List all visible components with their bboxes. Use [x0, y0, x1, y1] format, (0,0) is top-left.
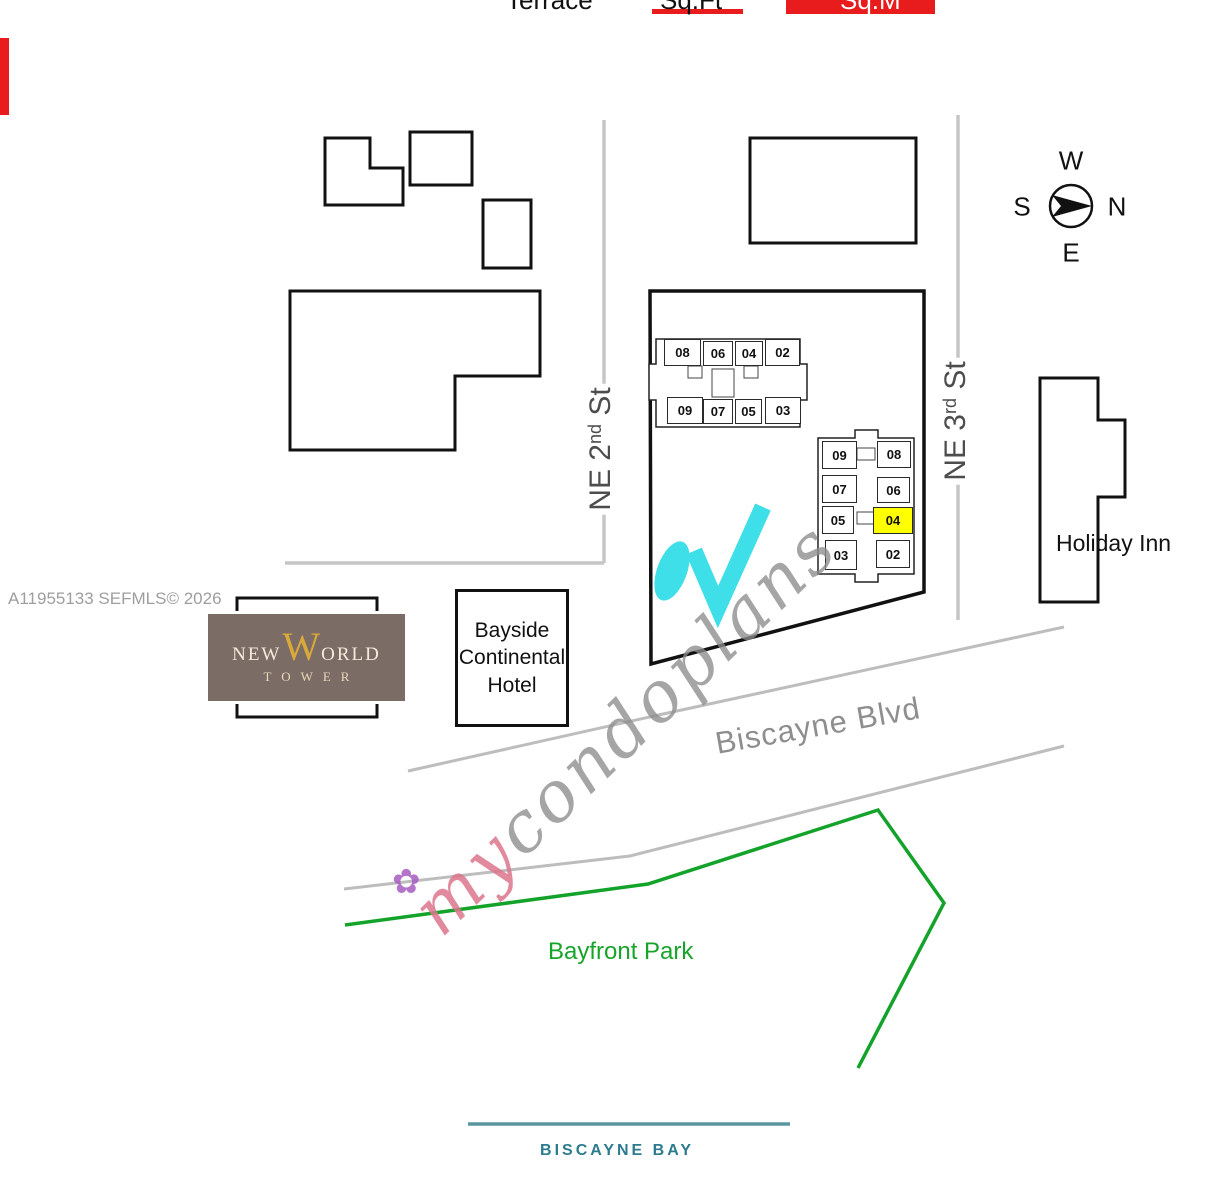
ne-3rd-st-text: NE 3 [939, 414, 972, 481]
plate-b-unit-08: 08 [877, 441, 911, 468]
red-underline-mark [652, 9, 743, 14]
sqm-label: Sq.M [840, 0, 901, 15]
compass-west-label: W [1058, 145, 1084, 176]
logo-letter-w: W [282, 623, 321, 669]
building-outline-west-large [288, 289, 542, 452]
plate-a-unit-08: 08 [664, 339, 701, 366]
logo-bracket-top [235, 596, 379, 611]
plate-b-unit-06: 06 [877, 477, 910, 503]
biscayne-bay-label: BISCAYNE BAY [540, 1142, 694, 1159]
hotel-label-line3: Hotel [487, 673, 537, 697]
ne-2nd-st-ordinal: nd [585, 423, 605, 445]
hotel-label-line1: Bayside [474, 619, 550, 643]
building-outline-nw3 [481, 198, 533, 270]
plate-a-core-left [687, 365, 703, 379]
ne-3rd-st-suffix: St [939, 361, 972, 398]
plate-a-core-right [743, 365, 759, 379]
plate-a-unit-07: 07 [703, 399, 733, 424]
pool-checkmark-shape [686, 503, 771, 629]
logo-bracket-bottom [235, 704, 379, 719]
plate-a-unit-04: 04 [735, 341, 763, 366]
ne-3rd-st-ordinal: rd [940, 397, 960, 414]
plate-a-unit-09: 09 [667, 397, 703, 424]
biscayne-blvd-upper-edge [407, 625, 1065, 773]
plate-b-unit-02: 02 [876, 540, 910, 568]
compass-needle-icon [1052, 195, 1092, 217]
watermark-flower-icon: ✿ [392, 863, 421, 901]
bayfront-park-boundary [344, 807, 947, 1069]
logo-text-tower: TOWER [263, 668, 360, 684]
plate-b-unit-09: 09 [822, 441, 857, 469]
pool-ellipse [654, 541, 690, 601]
biscayne-blvd-lower-edge [343, 744, 1065, 891]
plate-b-unit-03: 03 [825, 540, 857, 570]
compass-north-label: N [1107, 191, 1127, 222]
red-edge-mark [0, 38, 9, 115]
logo-text-new: NEW [232, 643, 282, 665]
plate-b-core-top [856, 447, 876, 461]
plate-a-unit-05: 05 [735, 399, 762, 424]
plate-a-unit-06: 06 [703, 341, 733, 366]
sqft-label: Sq.Ft [660, 0, 723, 15]
mls-attribution: A11955133 SEFMLS© 2026 [8, 589, 222, 608]
compass-south-label: S [1013, 191, 1031, 222]
ne-2nd-st-suffix: St [584, 387, 617, 424]
plate-b-unit-07: 07 [822, 475, 857, 503]
hotel-label-line2: Continental [458, 646, 566, 670]
plate-b-unit-05: 05 [822, 506, 854, 534]
plate-a-unit-02: 02 [765, 339, 800, 366]
bayside-continental-hotel: Bayside Continental Hotel [455, 589, 569, 727]
red-highlight-cell [786, 0, 935, 14]
ne-3rd-st-label: NE 3rd St [939, 357, 973, 485]
terrace-label: Terrace [506, 0, 593, 15]
plate-a-core-center [711, 368, 735, 398]
building-outline-nw2 [408, 130, 474, 187]
compass-east-label: E [1062, 237, 1080, 268]
ne-2nd-st-label: NE 2nd St [584, 383, 618, 515]
holiday-inn-building [1038, 376, 1127, 604]
building-outline-north [748, 136, 918, 245]
building-outline-nw1 [323, 136, 405, 207]
ne-2nd-st-text: NE 2 [584, 444, 617, 511]
plate-b-unit-04-highlighted: 04 [873, 507, 913, 534]
logo-text-orld: ORLD [321, 643, 381, 665]
bayfront-park-label: Bayfront Park [548, 938, 694, 965]
plate-a-unit-03: 03 [765, 397, 801, 424]
holiday-inn-label: Holiday Inn [1056, 530, 1172, 556]
